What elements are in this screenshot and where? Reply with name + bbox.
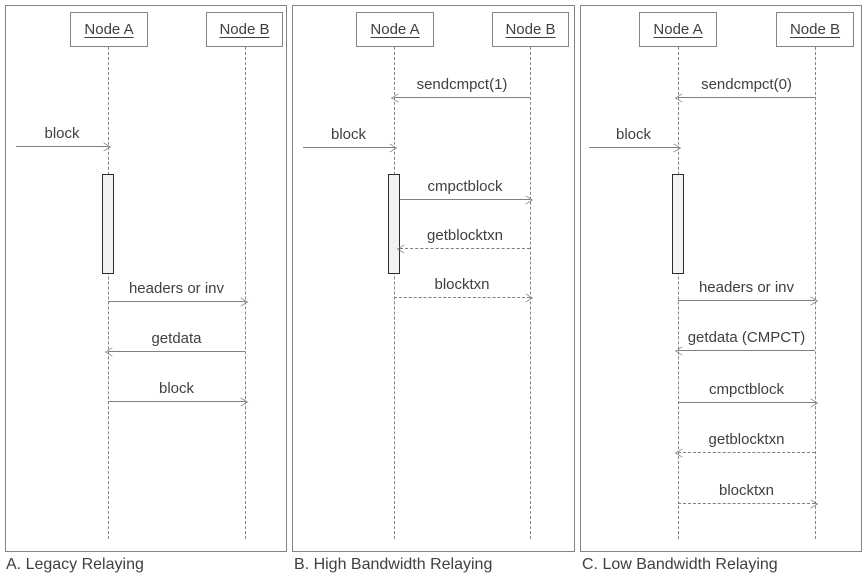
message-label: cmpctblock: [708, 381, 785, 398]
message-line: [108, 297, 249, 306]
message-getdata: getdata: [104, 329, 245, 356]
message-line: [303, 143, 398, 152]
message-line: [589, 143, 682, 152]
message-getblocktxn: getblocktxn: [674, 430, 815, 457]
message-blocktxn: blocktxn: [678, 481, 819, 508]
message-cmpctblock: cmpctblock: [400, 177, 534, 204]
message-line: [394, 293, 534, 302]
actor-box-node-b: Node B: [776, 12, 854, 47]
message-label: block: [44, 125, 80, 142]
actor-box-node-a: Node A: [639, 12, 717, 47]
message-headers-or-inv: headers or inv: [108, 279, 249, 306]
panel-caption-b: B. High Bandwidth Relaying: [294, 556, 493, 573]
message-label: block: [615, 126, 652, 143]
message-label: getblocktxn: [427, 227, 503, 244]
message-line: [400, 195, 534, 204]
message-label: headers or inv: [128, 280, 225, 297]
message-label: cmpctblock: [427, 178, 503, 195]
message-getblocktxn: getblocktxn: [396, 226, 530, 253]
message-block-in: block: [589, 125, 682, 152]
message-line: [104, 347, 245, 356]
lifeline-node-a: [108, 47, 109, 539]
lifeline-node-a: [678, 47, 679, 539]
message-label: getblocktxn: [708, 431, 785, 448]
message-label: getdata (CMPCT): [687, 329, 806, 346]
message-line: [390, 93, 530, 102]
message-label: block: [330, 126, 367, 143]
message-line: [678, 296, 819, 305]
message-cmpctblock: cmpctblock: [678, 380, 819, 407]
message-label: sendcmpct(0): [701, 76, 792, 93]
message-label: blocktxn: [718, 482, 775, 499]
message-line: [674, 448, 815, 457]
message-line: [108, 397, 249, 406]
actor-label-node-b: Node B: [505, 21, 556, 38]
message-line: [674, 93, 815, 102]
actor-label-node-a: Node A: [84, 21, 134, 38]
actor-box-node-b: Node B: [492, 12, 569, 47]
message-headers-or-inv: headers or inv: [678, 278, 819, 305]
lifeline-node-a: [394, 47, 395, 539]
message-sendcmpct-0: sendcmpct(0): [674, 75, 815, 102]
message-line: [678, 499, 819, 508]
actor-label-node-a: Node A: [370, 21, 420, 38]
message-label: headers or inv: [698, 279, 795, 296]
panel-caption-c: C. Low Bandwidth Relaying: [582, 556, 778, 573]
message-label: sendcmpct(1): [416, 76, 508, 93]
actor-box-node-b: Node B: [206, 12, 283, 47]
actor-label-node-b: Node B: [789, 21, 841, 38]
message-getdata-cmpct: getdata (CMPCT): [674, 328, 815, 355]
message-label: block: [158, 380, 195, 397]
message-line: [396, 244, 530, 253]
message-line: [674, 346, 815, 355]
message-blocktxn: blocktxn: [394, 275, 534, 302]
message-line: [678, 398, 819, 407]
actor-box-node-a: Node A: [356, 12, 434, 47]
lifeline-node-b: [815, 47, 816, 539]
message-label: getdata: [151, 330, 202, 347]
activation-bar-node-a: [672, 174, 684, 274]
activation-bar-node-a: [388, 174, 400, 274]
actor-label-node-a: Node A: [653, 21, 703, 38]
message-sendcmpct-1: sendcmpct(1): [390, 75, 530, 102]
message-label: blocktxn: [434, 276, 490, 293]
message-block-in: block: [303, 125, 398, 152]
actor-label-node-b: Node B: [219, 21, 270, 38]
panel-low-bandwidth-relaying: Node A Node B sendcmpct(0) block headers…: [580, 5, 862, 552]
message-line: [16, 142, 112, 151]
lifeline-node-b: [530, 47, 531, 539]
message-block-in: block: [16, 124, 112, 151]
message-block: block: [108, 379, 249, 406]
panel-legacy-relaying: Node A Node B block headers or inv getda…: [5, 5, 287, 552]
panel-high-bandwidth-relaying: Node A Node B sendcmpct(1) block cmpctbl…: [292, 5, 575, 552]
lifeline-node-b: [245, 47, 246, 539]
panel-caption-a: A. Legacy Relaying: [6, 556, 144, 573]
actor-box-node-a: Node A: [70, 12, 148, 47]
activation-bar-node-a: [102, 174, 114, 274]
